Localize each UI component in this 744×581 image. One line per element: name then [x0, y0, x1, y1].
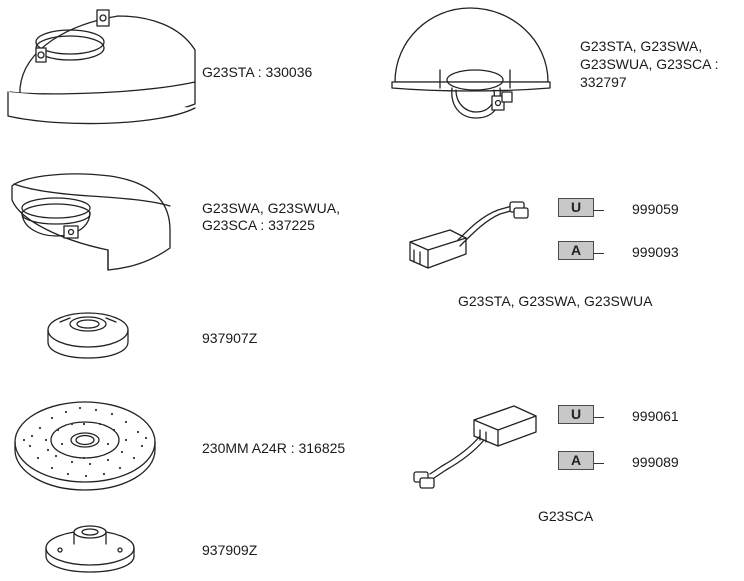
voltage-badge-u: U [558, 198, 594, 217]
noise-filter-code: 999093 [632, 244, 679, 260]
noise-filter-group2-caption: G23SCA [538, 508, 594, 524]
part-label-guard-multi-line2: G23SWUA, G23SCA : [580, 56, 719, 72]
part-label-guard-multi-line3: 332797 [580, 74, 627, 90]
part-label-inner-flange: 937907Z [202, 330, 258, 346]
part-label-guard-multi-line1: G23STA, G23SWA, [580, 38, 703, 54]
noise-filter-group1-caption: G23STA, G23SWA, G23SWUA [458, 293, 653, 309]
grinding-wheel-drawing [14, 401, 156, 491]
part-label-grinding-wheel: 230MM A24R : 316825 [202, 440, 346, 456]
voltage-badge-a: A [558, 451, 594, 470]
part-label-lock-nut: 937909Z [202, 542, 258, 558]
badge-lead [594, 417, 604, 418]
noise-filter-2-drawing [413, 405, 537, 489]
part-label-guard-sta: G23STA : 330036 [202, 64, 313, 80]
badge-lead [594, 463, 604, 464]
wheel-guard-multi-drawing [391, 7, 551, 119]
badge-lead [594, 253, 604, 254]
part-label-guard-swa-line1: G23SWA, G23SWUA, [202, 200, 340, 216]
lock-nut-drawing [45, 525, 135, 573]
badge-lead [594, 210, 604, 211]
wheel-guard-swa-drawing [11, 173, 171, 271]
voltage-badge-u: U [558, 405, 594, 424]
noise-filter-code: 999061 [632, 408, 679, 424]
wheel-guard-sta-drawing [7, 9, 196, 125]
inner-flange-drawing [47, 312, 129, 359]
voltage-badge-a: A [558, 241, 594, 260]
noise-filter-1-drawing [409, 201, 529, 269]
noise-filter-code: 999089 [632, 454, 679, 470]
noise-filter-code: 999059 [632, 201, 679, 217]
part-label-guard-swa-line2: G23SCA : 337225 [202, 217, 315, 233]
